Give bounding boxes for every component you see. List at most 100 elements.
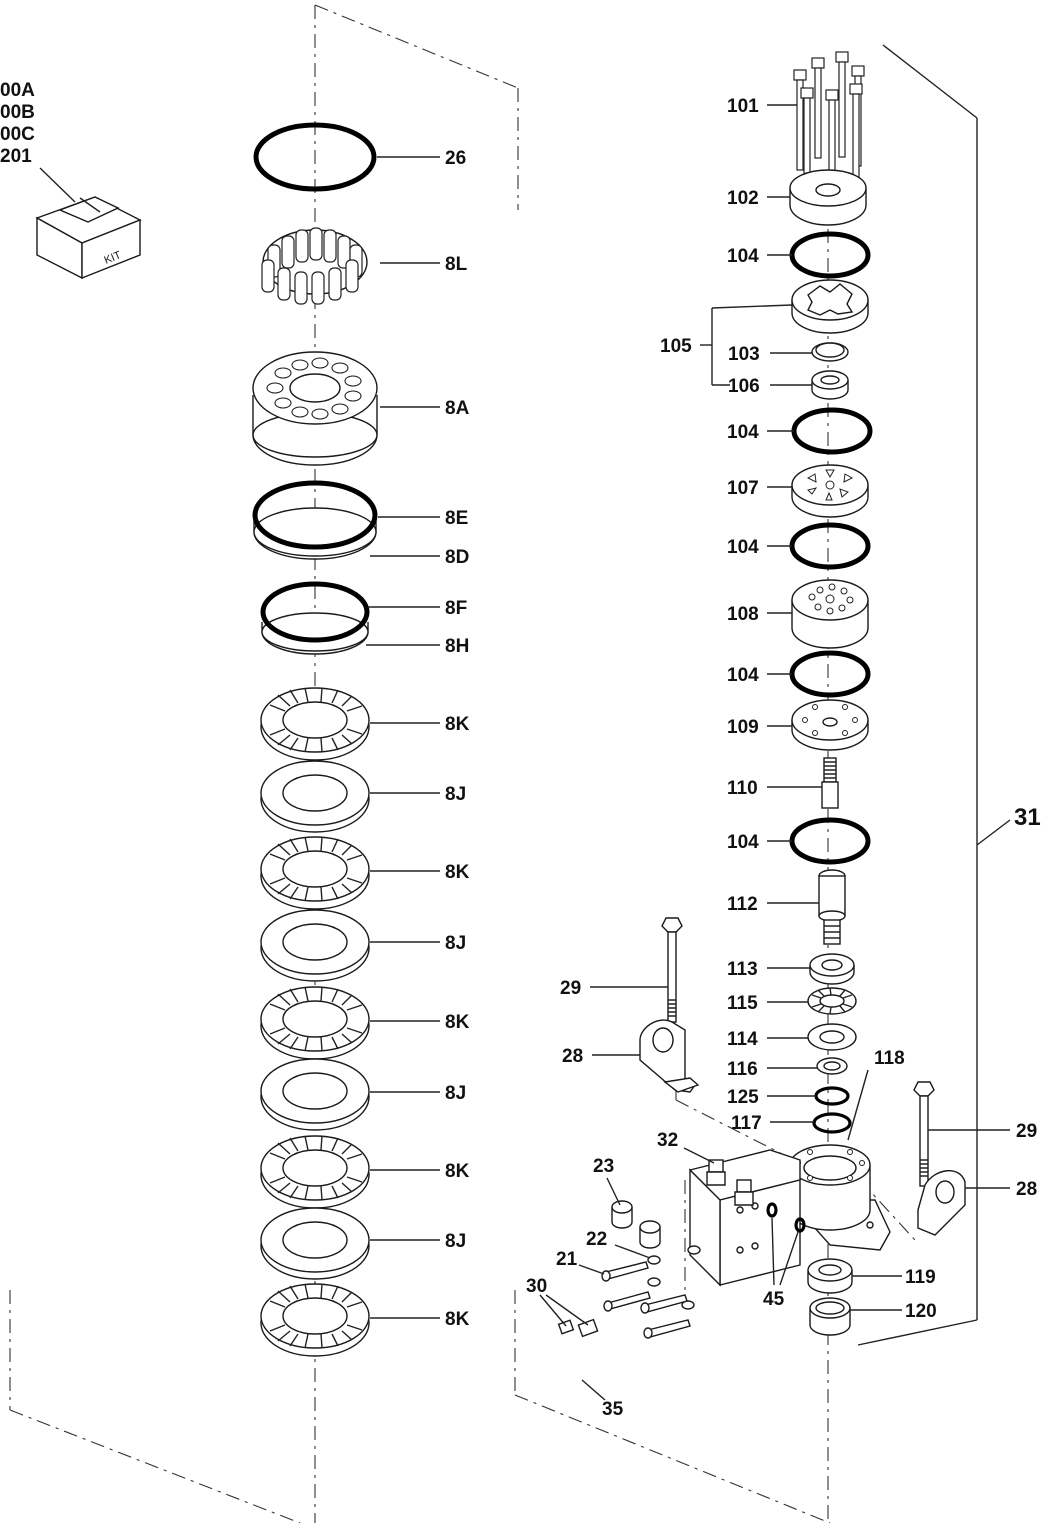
kit-code-3: 00C [0,124,35,145]
part-106-seal [811,370,849,400]
part-8K-thrust-bearing-1 [260,687,370,761]
callout-22: 22 [586,1229,607,1250]
part-8D-ring [253,507,377,560]
callout-23: 23 [593,1156,614,1177]
part-29-bolt-right [913,1081,935,1187]
callout-35: 35 [602,1399,624,1420]
part-8K-thrust-bearing-5 [260,1283,370,1357]
part-104-oring-5 [789,817,871,865]
callout-110: 110 [727,778,758,799]
kit-code-1: 00A [0,80,35,101]
callout-8E: 8E [445,508,468,529]
part-117-ring [812,1112,852,1134]
callout-21: 21 [556,1249,578,1270]
part-108-valve-body [791,579,869,649]
callout-104-1: 104 [727,246,759,267]
part-8J-washer-4 [260,1207,370,1280]
callout-105-bracket [700,304,812,386]
callout-8K-2: 8K [445,862,470,883]
part-8K-thrust-bearing-2 [260,836,370,910]
part-105-gerotor [791,279,869,334]
callout-26: 26 [445,148,466,169]
part-28-bracket-left [639,1019,700,1093]
callout-28-right: 28 [1016,1179,1037,1200]
part-28-bracket-right [917,1170,966,1236]
part-21-bolts [601,1261,691,1339]
part-35-hose [553,1318,599,1388]
callout-8F: 8F [445,598,467,619]
part-valve-manifold [688,1149,801,1287]
callout-8A: 8A [445,398,470,419]
part-8A-cylinder-block [252,351,378,466]
callout-32: 32 [657,1130,678,1151]
callout-31: 31 [1014,804,1041,831]
part-107-plate [791,464,869,518]
part-113-bearing [809,953,855,985]
part-104-oring-3 [789,522,871,570]
part-29-bolt-left [661,917,683,1023]
part-8J-washer-3 [260,1058,370,1131]
callout-45: 45 [763,1289,785,1310]
kit-box-icon: KIT [35,167,142,280]
callout-109: 109 [727,717,759,738]
part-112-output-shaft [818,869,846,945]
callout-8J-4: 8J [445,1231,466,1252]
callout-29-right: 29 [1016,1121,1037,1142]
callout-8J-2: 8J [445,933,466,954]
part-101-bolts [793,51,865,201]
callout-8J-1: 8J [445,784,466,805]
kit-code-2: 00B [0,102,35,123]
callout-8J-3: 8J [445,1083,466,1104]
part-8E-oring [252,480,378,550]
callout-8K-4: 8K [445,1161,470,1182]
part-118-housing [759,1144,891,1251]
callout-118-label: 118 [874,1048,905,1069]
assembly-31-bracket [857,44,1011,1346]
callout-125: 125 [727,1087,759,1108]
callout-8K-1: 8K [445,714,470,735]
callout-8D: 8D [445,547,469,568]
part-104-oring-4 [789,650,871,698]
callout-8L: 8L [445,254,468,275]
callout-119: 119 [905,1267,936,1288]
callout-8K-3: 8K [445,1012,470,1033]
callout-28-left: 28 [562,1046,583,1067]
callout-107: 107 [727,478,759,499]
part-125-ring [814,1086,850,1106]
part-114-washer [807,1023,857,1051]
callout-114: 114 [727,1029,758,1050]
part-8L-springs [261,227,368,305]
callout-8K-5: 8K [445,1309,470,1330]
callout-102: 102 [727,188,759,209]
part-23-plugs [611,1200,661,1249]
part-102-end-cap [789,169,867,226]
callout-30: 30 [526,1276,547,1297]
callout-104-4: 104 [727,665,759,686]
callout-103: 103 [728,344,760,365]
part-8J-washer-2 [260,909,370,982]
callout-104-3: 104 [727,537,759,558]
part-26-oring [253,122,377,192]
part-119-bearing [807,1258,853,1294]
callout-112: 112 [727,894,758,915]
callout-106: 106 [728,376,760,397]
callout-104-5: 104 [727,832,759,853]
part-104-oring-1 [789,231,871,279]
callout-108: 108 [727,604,759,625]
callout-117: 117 [731,1113,762,1134]
callout-120: 120 [905,1301,937,1322]
callout-29-left: 29 [560,978,581,999]
callout-113: 113 [727,959,758,980]
callout-115: 115 [727,993,758,1014]
part-115-thrust-bearing [807,987,857,1015]
part-45-orings [766,1202,806,1233]
part-109-plate [791,699,869,751]
part-8K-thrust-bearing-3 [260,986,370,1060]
callout-8H: 8H [445,636,469,657]
callout-105: 105 [660,336,692,357]
part-120-cup [809,1297,851,1336]
kit-code-4: 201 [0,146,32,167]
part-116-seal [816,1057,848,1075]
part-104-oring-2 [791,407,873,455]
